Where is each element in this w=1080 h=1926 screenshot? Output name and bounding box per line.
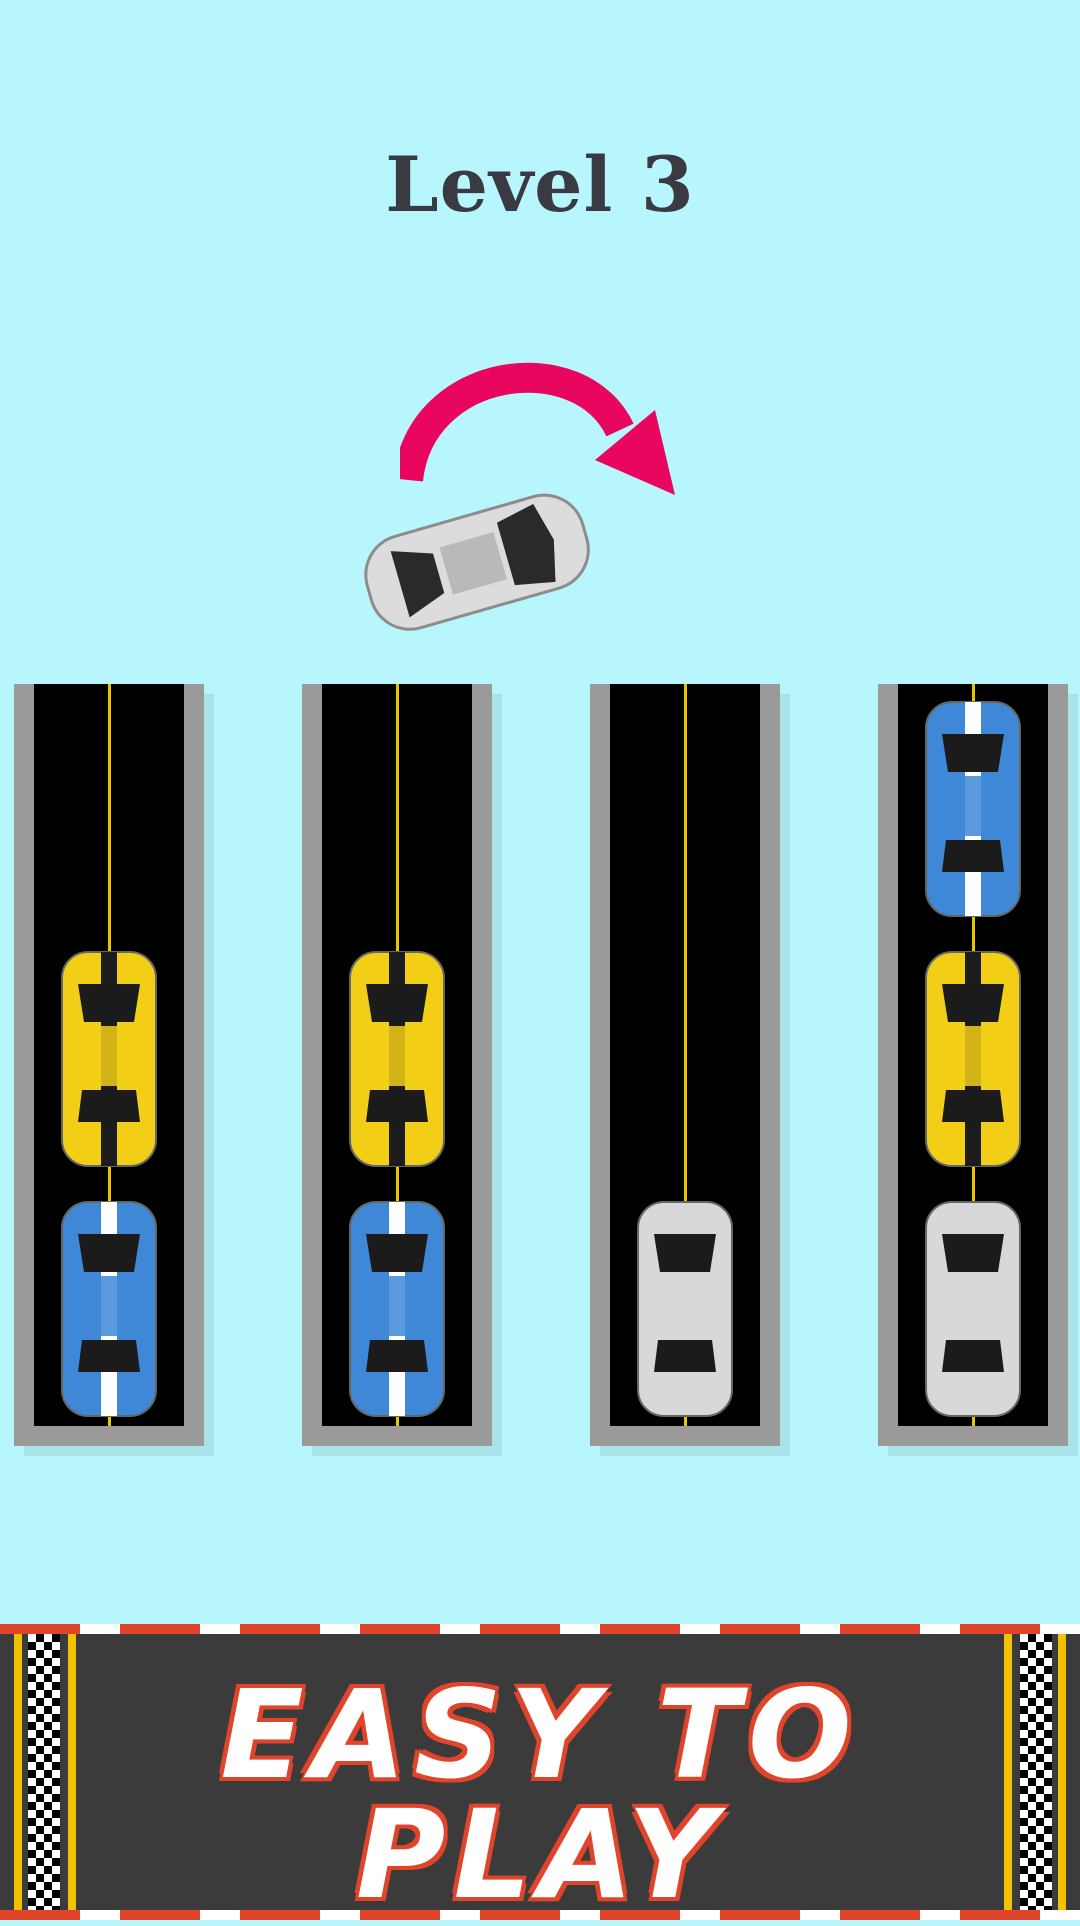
lane-1[interactable] — [14, 684, 204, 1446]
lane-3[interactable] — [590, 684, 780, 1446]
banner-bottom-edge — [0, 1910, 1080, 1920]
checkered-flag-strip — [1020, 1634, 1052, 1910]
lane-road — [322, 684, 472, 1426]
car-yellow[interactable] — [918, 944, 1028, 1174]
car-yellow[interactable] — [54, 944, 164, 1174]
lane-road — [34, 684, 184, 1426]
curved-arrow-icon — [400, 362, 675, 495]
lane-road — [898, 684, 1048, 1426]
lane-center-line — [683, 684, 687, 1426]
banner-line-2: PLAY — [356, 1784, 724, 1926]
banner-yellow-line — [68, 1634, 76, 1910]
car-blue[interactable] — [918, 694, 1028, 924]
banner-yellow-line — [14, 1634, 22, 1910]
banner-yellow-line — [1058, 1634, 1066, 1910]
car-yellow[interactable] — [342, 944, 452, 1174]
lane-road — [610, 684, 760, 1426]
banner-yellow-line — [1004, 1634, 1012, 1910]
floating-car-white[interactable] — [355, 470, 595, 640]
car-blue[interactable] — [54, 1194, 164, 1424]
lane-4[interactable] — [878, 684, 1068, 1446]
car-white[interactable] — [630, 1194, 740, 1424]
car-blue[interactable] — [342, 1194, 452, 1424]
checkered-flag-strip — [28, 1634, 60, 1910]
level-title: Level 3 — [385, 140, 695, 229]
lane-2[interactable] — [302, 684, 492, 1446]
banner-top-edge — [0, 1624, 1080, 1634]
banner-line-1: EASY TO — [220, 1664, 860, 1806]
promo-banner: EASY TO PLAY — [0, 1624, 1080, 1926]
car-white[interactable] — [918, 1194, 1028, 1424]
